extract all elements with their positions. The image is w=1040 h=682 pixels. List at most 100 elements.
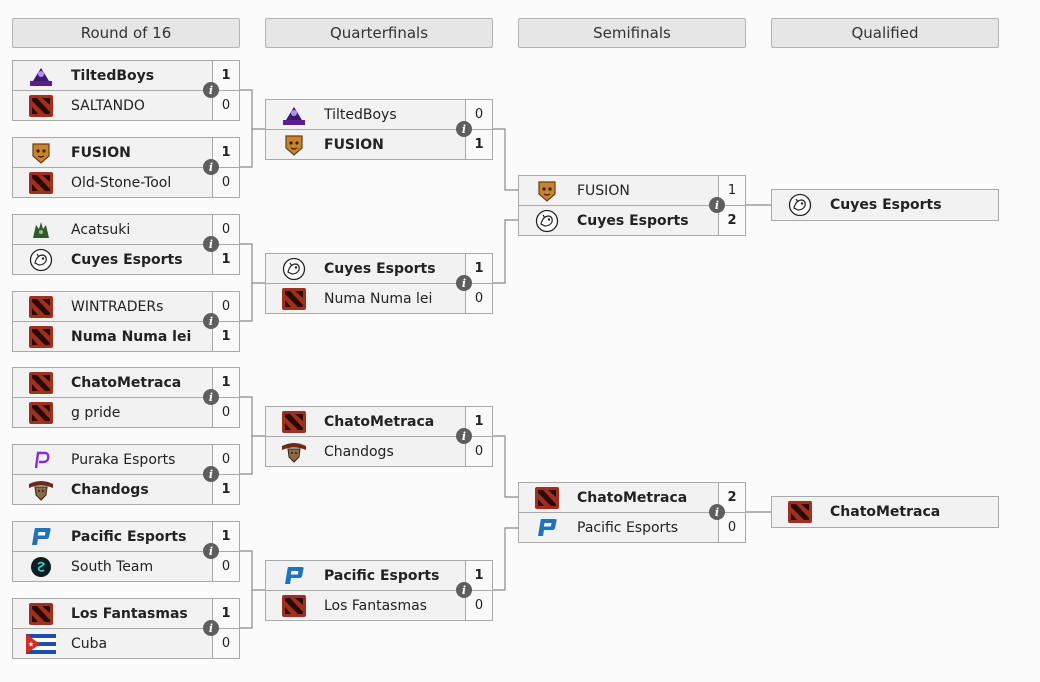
team-name: ChatoMetraca <box>577 489 688 506</box>
match-info-icon[interactable]: i <box>203 389 219 405</box>
team-name: FUSION <box>71 144 131 161</box>
team-row[interactable]: Pacific Esports 1 <box>13 522 239 551</box>
match[interactable]: Puraka Esports 0 Chandogs 1 <box>12 444 240 505</box>
match-info-icon[interactable]: i <box>203 543 219 559</box>
team-row[interactable]: Cuyes Esports 2 <box>519 205 745 235</box>
team-score: 1 <box>212 245 239 274</box>
team-row[interactable]: FUSION 1 <box>13 138 239 167</box>
team-row[interactable]: Old-Stone-Tool 0 <box>13 167 239 197</box>
match-info-icon[interactable]: i <box>203 313 219 329</box>
team-row[interactable]: Chandogs 0 <box>266 436 492 466</box>
tiltedboys-logo-icon <box>26 65 56 87</box>
dota-logo-icon <box>26 94 56 117</box>
team-name: Chandogs <box>71 481 149 498</box>
match[interactable]: WINTRADERs 0 Numa Numa lei 1 <box>12 291 240 352</box>
match-info-icon[interactable]: i <box>456 121 472 137</box>
team-name: South Team <box>71 558 154 575</box>
match[interactable]: ChatoMetraca 1 g pride 0 <box>12 367 240 428</box>
team-name: Puraka Esports <box>71 451 176 468</box>
team-name: ChatoMetraca <box>71 374 182 391</box>
match[interactable]: FUSION 1 Old-Stone-Tool 0 <box>12 137 240 198</box>
team-score: 0 <box>212 629 239 658</box>
dota-logo-icon <box>785 501 815 523</box>
match-info-icon[interactable]: i <box>203 620 219 636</box>
qualified-team-name: ChatoMetraca <box>830 504 941 520</box>
team-row[interactable]: ChatoMetraca 1 <box>13 368 239 397</box>
header-semifinals: Semifinals <box>518 18 746 48</box>
team-row[interactable]: SALTANDO 0 <box>13 90 239 120</box>
match-info-icon[interactable]: i <box>203 82 219 98</box>
team-row[interactable]: ChatoMetraca 1 <box>266 407 492 436</box>
team-score: 0 <box>465 591 492 620</box>
team-name: Numa Numa lei <box>324 290 433 307</box>
team-name: Cuyes Esports <box>71 251 183 268</box>
match[interactable]: TiltedBoys 1 SALTANDO 0 <box>12 60 240 121</box>
team-row[interactable]: WINTRADERs 0 <box>13 292 239 321</box>
team-name: Los Fantasmas <box>71 605 188 622</box>
qualified-team[interactable]: Cuyes Esports <box>771 189 999 221</box>
dota-logo-icon <box>532 486 562 509</box>
match-info-icon[interactable]: i <box>456 275 472 291</box>
team-row[interactable]: Cuba 0 <box>13 628 239 658</box>
team-row[interactable]: Los Fantasmas 0 <box>266 590 492 620</box>
pacific-logo-icon <box>26 526 56 548</box>
match-info-icon[interactable]: i <box>709 504 725 520</box>
match[interactable]: ChatoMetraca 2 Pacific Esports 0 <box>518 482 746 543</box>
match[interactable]: FUSION 1 Cuyes Esports 2 <box>518 175 746 236</box>
team-row[interactable]: Chandogs 1 <box>13 474 239 504</box>
match[interactable]: Pacific Esports 1 South Team 0 <box>12 521 240 582</box>
match[interactable]: Pacific Esports 1 Los Fantasmas 0 <box>265 560 493 621</box>
fusion-logo-icon <box>26 142 56 164</box>
match[interactable]: Los Fantasmas 1 Cuba 0 <box>12 598 240 659</box>
team-name: Acatsuki <box>71 221 131 238</box>
team-name: Los Fantasmas <box>324 597 427 614</box>
header-round-of-16: Round of 16 <box>12 18 240 48</box>
team-name: Cuyes Esports <box>577 212 689 229</box>
dota-logo-icon <box>26 401 56 424</box>
dota-logo-icon <box>26 602 56 625</box>
match-info-icon[interactable]: i <box>203 159 219 175</box>
team-score: 0 <box>718 513 745 542</box>
match-info-icon[interactable]: i <box>203 466 219 482</box>
cuyes-logo-icon <box>785 193 815 217</box>
team-name: Old-Stone-Tool <box>71 174 172 191</box>
team-score: 1 <box>212 475 239 504</box>
match-info-icon[interactable]: i <box>456 582 472 598</box>
pacific-logo-icon <box>532 517 562 539</box>
team-row[interactable]: Cuyes Esports 1 <box>13 244 239 274</box>
team-row[interactable]: ChatoMetraca 2 <box>519 483 745 512</box>
team-row[interactable]: Numa Numa lei 0 <box>266 283 492 313</box>
team-row[interactable]: South Team 0 <box>13 551 239 581</box>
team-row[interactable]: Pacific Esports 0 <box>519 512 745 542</box>
team-row[interactable]: FUSION 1 <box>266 129 492 159</box>
team-row[interactable]: g pride 0 <box>13 397 239 427</box>
qualified-team[interactable]: ChatoMetraca <box>771 496 999 528</box>
team-name: Numa Numa lei <box>71 328 192 345</box>
team-name: Pacific Esports <box>71 528 187 545</box>
team-row[interactable]: Numa Numa lei 1 <box>13 321 239 351</box>
chandogs-logo-icon <box>279 441 309 463</box>
team-score: 0 <box>465 437 492 466</box>
match-info-icon[interactable]: i <box>203 236 219 252</box>
team-score: 0 <box>212 91 239 120</box>
team-row[interactable]: Pacific Esports 1 <box>266 561 492 590</box>
puraka-logo-icon <box>26 449 56 471</box>
team-score: 0 <box>212 168 239 197</box>
team-name: Chandogs <box>324 443 394 460</box>
match-info-icon[interactable]: i <box>709 197 725 213</box>
qualified-team-name: Cuyes Esports <box>830 197 942 213</box>
match-info-icon[interactable]: i <box>456 428 472 444</box>
team-score: 0 <box>212 552 239 581</box>
southteam-logo-icon <box>26 556 56 578</box>
match[interactable]: ChatoMetraca 1 Chandogs 0 <box>265 406 493 467</box>
team-row[interactable]: Los Fantasmas 1 <box>13 599 239 628</box>
match[interactable]: TiltedBoys 0 FUSION 1 <box>265 99 493 160</box>
team-row[interactable]: Acatsuki 0 <box>13 215 239 244</box>
match[interactable]: Acatsuki 0 Cuyes Esports 1 <box>12 214 240 275</box>
tiltedboys-logo-icon <box>279 104 309 126</box>
match[interactable]: Cuyes Esports 1 Numa Numa lei 0 <box>265 253 493 314</box>
pacific-logo-icon <box>279 565 309 587</box>
dota-logo-icon <box>26 371 56 394</box>
chandogs-logo-icon <box>26 479 56 501</box>
